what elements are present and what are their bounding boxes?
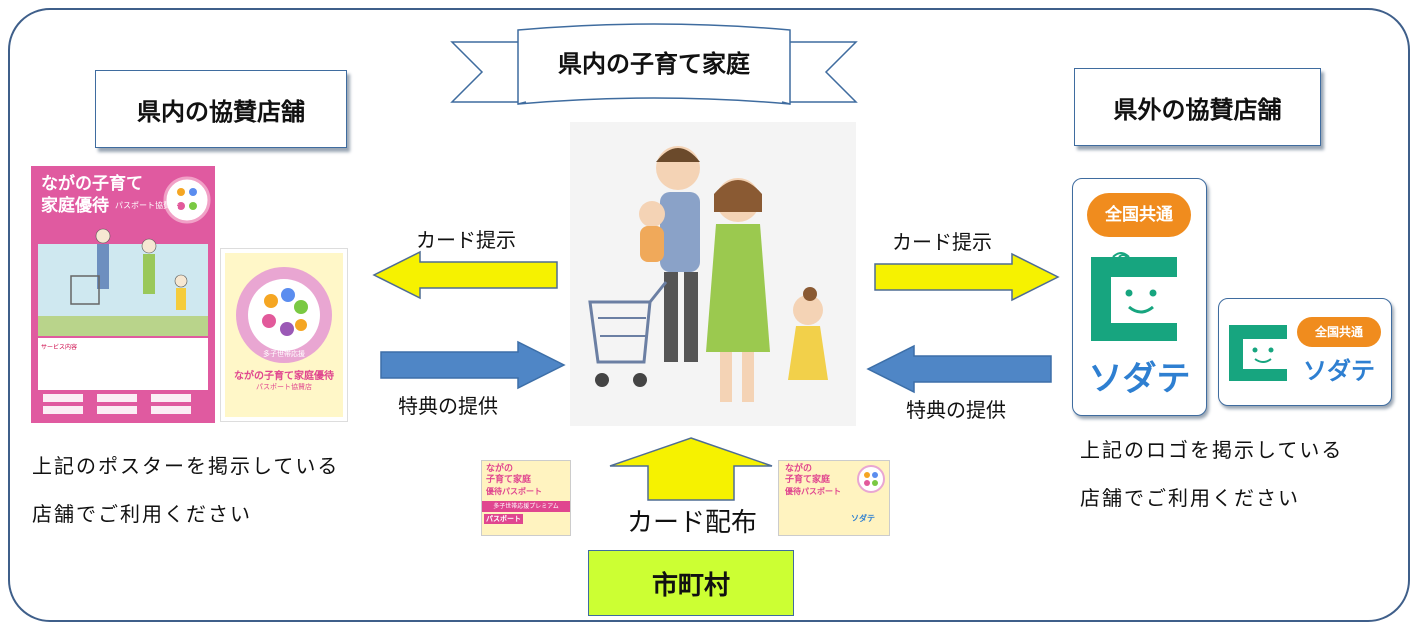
logo-small-kana: ソダテ bbox=[1303, 357, 1375, 385]
card-left-line1: ながの bbox=[486, 464, 514, 474]
card-left-line3: 優待パスポート bbox=[486, 487, 542, 496]
card-right-line2: 子育て家庭 bbox=[785, 475, 831, 485]
logo-large: 全国共通 ソダテ bbox=[1072, 178, 1207, 416]
right-title-box: 県外の協賛店舗 bbox=[1074, 68, 1321, 146]
passport-card-left: ながの 子育て家庭 優待パスポート 多子世帯応援プレミアム パスポート bbox=[481, 460, 571, 536]
logo-small: 全国共通 ソダテ bbox=[1218, 298, 1392, 406]
label-right-present: カード提示 bbox=[892, 230, 992, 254]
right-note-line1: 上記のロゴを掲示している bbox=[1080, 438, 1344, 462]
arrow-left-present bbox=[372, 250, 558, 300]
right-title: 県外の協賛店舗 bbox=[1113, 94, 1282, 124]
sticker-main: ながの子育て家庭優待 bbox=[234, 371, 334, 382]
poster-footer-label: サービス内容 bbox=[41, 344, 78, 351]
logo-large-badge: 全国共通 bbox=[1087, 193, 1191, 237]
municipality-label: 市町村 bbox=[651, 570, 730, 601]
poster-title-small: パスポート協賛店 bbox=[115, 201, 179, 210]
arrow-right-present bbox=[874, 252, 1060, 302]
municipality-box: 市町村 bbox=[588, 550, 794, 616]
label-distribute: カード配布 bbox=[626, 508, 757, 538]
label-left-present: カード提示 bbox=[416, 228, 516, 252]
label-left-benefit: 特典の提供 bbox=[398, 394, 498, 418]
left-title: 県内の協賛店舗 bbox=[137, 96, 305, 126]
card-left-premium: 多子世帯応援プレミアム bbox=[482, 501, 570, 512]
arrow-right-benefit bbox=[866, 344, 1052, 394]
sticker-art bbox=[225, 253, 343, 417]
poster-title-line2: 家庭優待 bbox=[41, 196, 109, 216]
banner-label: 県内の子育て家庭 bbox=[558, 49, 750, 78]
sticker-arc-text: 多子世帯応援 bbox=[263, 350, 305, 358]
card-left-tag: パスポート bbox=[484, 514, 523, 524]
family-art bbox=[588, 146, 828, 402]
left-note-line2: 店舗でご利用ください bbox=[32, 502, 252, 526]
card-right-kana: ソダテ bbox=[851, 514, 875, 523]
logo-large-kana: ソダテ bbox=[1088, 359, 1191, 399]
logo-small-ko-icon bbox=[1229, 325, 1287, 381]
banner-ribbon bbox=[450, 23, 858, 105]
passport-card-right: ながの 子育て家庭 優待パスポート ソダテ bbox=[778, 460, 890, 536]
card-right-line3: 優待パスポート bbox=[785, 487, 841, 496]
card-left-line2: 子育て家庭 bbox=[486, 475, 532, 485]
outer-frame bbox=[8, 8, 1410, 622]
card-right-flower-icon bbox=[857, 465, 885, 493]
logo-large-ko-icon bbox=[1091, 252, 1177, 341]
right-note-line2: 店舗でご利用ください bbox=[1080, 486, 1300, 510]
left-title-box: 県内の協賛店舗 bbox=[95, 70, 347, 148]
label-right-benefit: 特典の提供 bbox=[906, 398, 1006, 422]
poster: ながの子育て 家庭優待 パスポート協賛店 サービス内容 bbox=[31, 166, 215, 423]
logo-small-badge: 全国共通 bbox=[1297, 317, 1381, 347]
poster-title-line1: ながの子育て bbox=[41, 174, 143, 194]
sticker: 多子世帯応援 ながの子育て家庭優待 パスポート協賛店 bbox=[220, 248, 348, 422]
left-note-line1: 上記のポスターを掲示している bbox=[32, 454, 340, 478]
arrow-distribute bbox=[609, 437, 773, 501]
sticker-sub: パスポート協賛店 bbox=[256, 383, 312, 391]
arrow-left-benefit bbox=[380, 340, 566, 390]
card-right-line1: ながの bbox=[785, 464, 813, 474]
family-illustration bbox=[570, 122, 856, 426]
poster-art bbox=[38, 176, 211, 414]
